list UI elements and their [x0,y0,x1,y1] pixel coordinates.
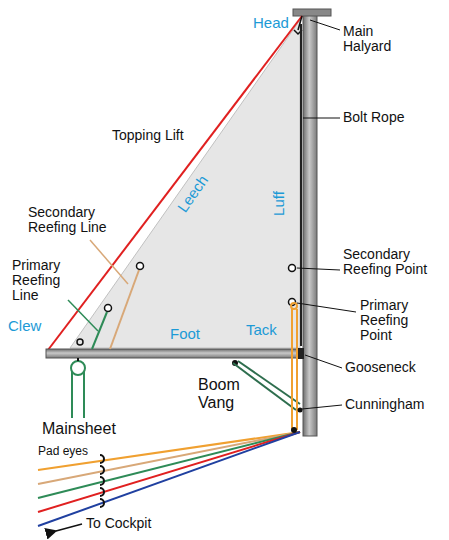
part-name: Mainsheet [42,420,116,438]
part-name: Secondary Reefing Point [343,247,428,277]
part-name: Pad eyes [38,444,88,458]
part-name: Gooseneck [345,360,416,375]
part-name: Primary Reefing Line [12,258,74,303]
corner-name: Tack [246,322,277,337]
edge-name: Foot [170,326,200,341]
part-name: Secondary Reefing Line [28,205,108,235]
part-name: Primary Reefing Point [360,298,430,343]
part-name: Main Halyard [343,24,405,54]
corner-name: Clew [8,318,41,333]
part-name: Boom Vang [198,376,250,412]
part-name: Cunningham [345,397,424,412]
part-name: Bolt Rope [343,110,404,125]
corner-name: Head [253,15,289,30]
direction-note: To Cockpit [86,515,151,531]
part-name: Topping Lift [112,128,184,143]
edge-name: Luff [271,191,286,216]
